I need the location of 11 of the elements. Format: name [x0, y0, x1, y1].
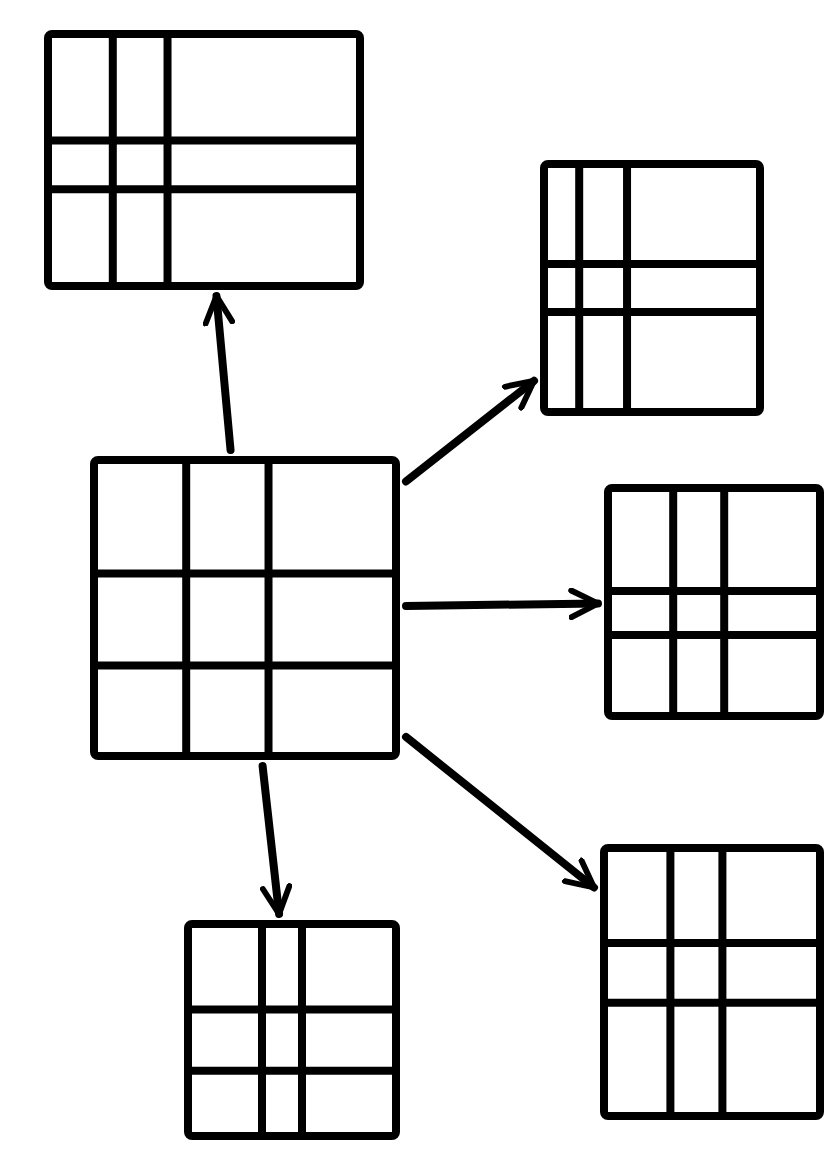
- grid-sketch: [600, 844, 824, 1120]
- arrow: [402, 376, 538, 486]
- grid-sketch: [90, 456, 400, 760]
- arrow: [202, 292, 236, 454]
- grid-sketch: [604, 484, 824, 720]
- grid-sketch: [44, 30, 364, 290]
- arrow: [402, 732, 598, 892]
- grid-sketch: [184, 920, 400, 1140]
- arrow: [402, 587, 602, 621]
- grid-sketch: [540, 160, 764, 416]
- arrow: [258, 762, 293, 918]
